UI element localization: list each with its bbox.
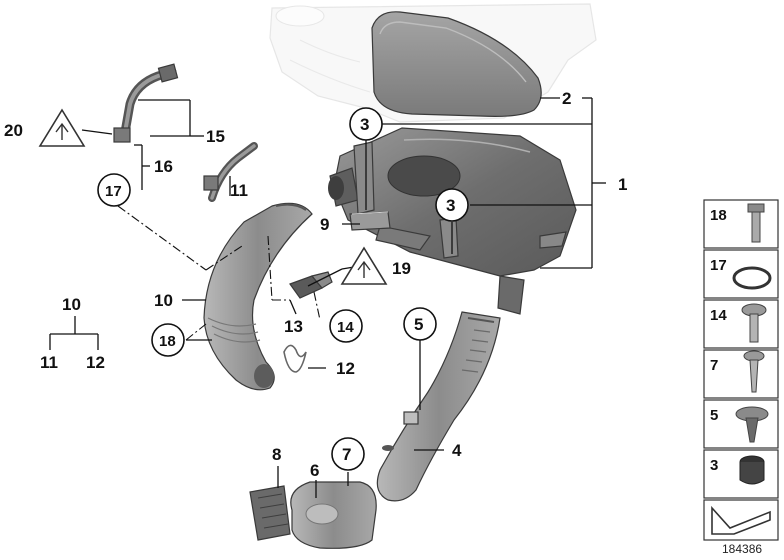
sensor-connector <box>349 211 391 231</box>
callout-circle-14 <box>329 309 363 343</box>
vent-hose-lower <box>203 142 258 202</box>
callout-9: 9 <box>320 215 329 234</box>
rubber-grommet-icon <box>739 455 765 485</box>
arrow-pointer-icon <box>711 505 771 535</box>
callout-15: 15 <box>206 127 225 146</box>
legend-label-3: 3 <box>710 457 718 474</box>
callout-10b: 10 <box>62 295 81 314</box>
callout-12b: 12 <box>86 353 105 372</box>
tapping-screw-icon <box>743 350 765 393</box>
screw-washer-icon <box>741 303 767 343</box>
vent-hose-upper <box>113 63 179 143</box>
duct-end-cap <box>290 481 377 549</box>
callout-1: 1 <box>618 175 627 194</box>
legend-tile-7 <box>703 349 779 399</box>
bolt-icon <box>747 203 765 243</box>
legend-label-7: 7 <box>710 357 718 374</box>
callout-20: 20 <box>4 121 23 140</box>
o-ring-icon <box>732 266 772 290</box>
callout-circle-5 <box>403 307 437 341</box>
callout-6: 6 <box>310 461 319 480</box>
callout-circle-3a <box>349 107 383 141</box>
grille-cover <box>249 485 291 541</box>
callout-13: 13 <box>284 317 303 336</box>
legend-label-17: 17 <box>710 257 727 274</box>
reference-number: 184386 <box>722 542 762 556</box>
legend-tile-17 <box>703 249 779 299</box>
acoustic-cover <box>371 11 542 117</box>
callout-18: 18 <box>159 333 176 350</box>
callout-11a: 11 <box>230 181 248 200</box>
callout-14: 14 <box>337 319 354 336</box>
callout-17: 17 <box>105 183 122 200</box>
legend-tile-5 <box>703 399 779 449</box>
legend-tile-18 <box>703 199 779 249</box>
intake-duct <box>203 202 313 391</box>
expanding-rivet-icon <box>735 406 769 443</box>
callout-3b: 3 <box>446 196 455 215</box>
callout-7: 7 <box>342 445 351 464</box>
warning-triangle-19 <box>340 246 388 285</box>
callout-5: 5 <box>414 315 423 334</box>
leader-lines <box>49 97 606 498</box>
callout-4: 4 <box>452 441 462 460</box>
callout-10a: 10 <box>154 291 173 310</box>
legend-label-5: 5 <box>710 407 718 424</box>
callout-circle-3b <box>435 188 469 222</box>
callout-labels: 1 2 3 3 4 5 6 7 8 9 10 10 11 11 12 12 13… <box>4 89 627 480</box>
legend-label-18: 18 <box>710 207 727 224</box>
callout-3a: 3 <box>360 115 369 134</box>
callout-11b: 11 <box>40 353 58 372</box>
legend-label-14: 14 <box>710 307 727 324</box>
callout-2: 2 <box>562 89 571 108</box>
warning-triangle-20 <box>38 108 86 147</box>
callout-19: 19 <box>392 259 411 278</box>
callout-circle-18 <box>151 323 185 357</box>
parts-legend: 18 17 14 7 5 3 <box>703 199 779 556</box>
callout-8: 8 <box>272 445 281 464</box>
callout-circle-7 <box>331 437 365 471</box>
air-duct-right <box>376 311 501 502</box>
callout-circle-17 <box>97 173 131 207</box>
callout-12a: 12 <box>336 359 355 378</box>
spring-clip <box>283 344 307 373</box>
callout-16: 16 <box>154 157 173 176</box>
